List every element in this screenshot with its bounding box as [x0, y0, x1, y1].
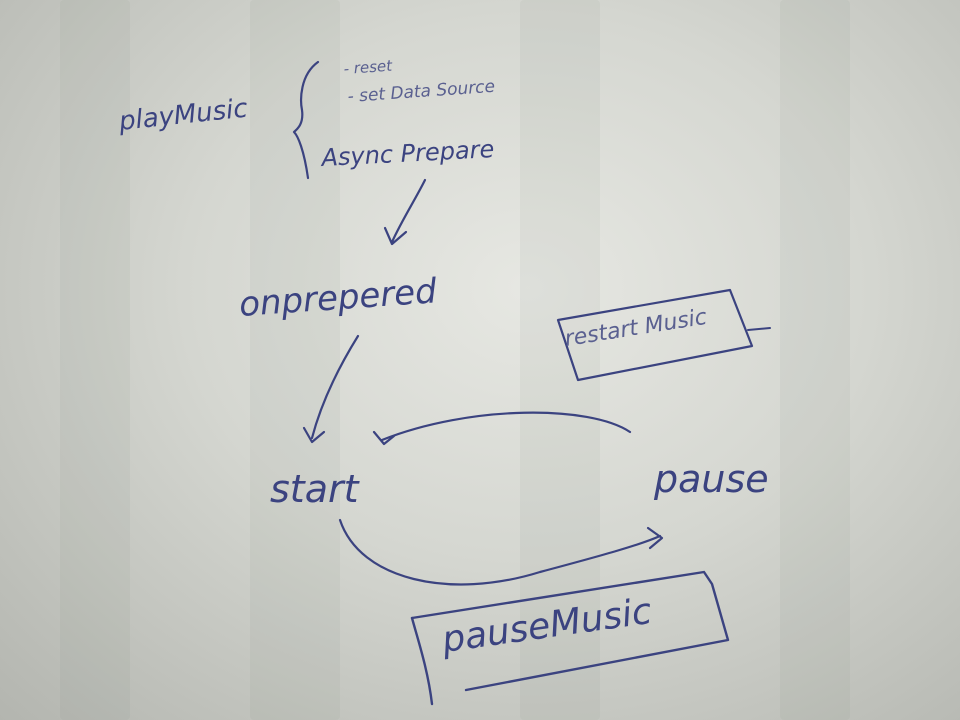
node-pause: pause: [653, 457, 769, 501]
box-restart-music: [556, 288, 754, 382]
bleed-through-column: [60, 0, 130, 720]
arrow-pause-to-start: [380, 411, 632, 442]
node-pause-music: pauseMusic: [439, 591, 655, 661]
node-set-data-source: - set Data Source: [347, 77, 496, 107]
brace: [292, 60, 320, 180]
bleed-through-column: [250, 0, 340, 720]
node-reset: - reset: [343, 57, 394, 78]
node-async-prepare: Async Prepare: [319, 135, 495, 172]
box-pause-music: [410, 570, 730, 692]
box-pause-music-left: [410, 616, 434, 706]
arrowhead-start: [302, 426, 326, 444]
arrow-start-to-pause: [338, 518, 662, 586]
arrow-onprepared-to-start: [310, 334, 360, 440]
box-restart-music-tail: [747, 327, 771, 331]
arrowhead-pause-to-start: [372, 430, 396, 446]
arrowhead-start-to-pause: [646, 526, 664, 550]
bleed-through-column: [780, 0, 850, 720]
node-start: start: [270, 467, 361, 511]
node-restart-music: restart Music: [563, 305, 709, 352]
arrowhead-prepare: [383, 226, 408, 246]
node-onprepared: onprepered: [238, 271, 439, 325]
arrow-prepare-to-onprepared: [390, 178, 427, 244]
node-play-music: playMusic: [117, 94, 249, 137]
